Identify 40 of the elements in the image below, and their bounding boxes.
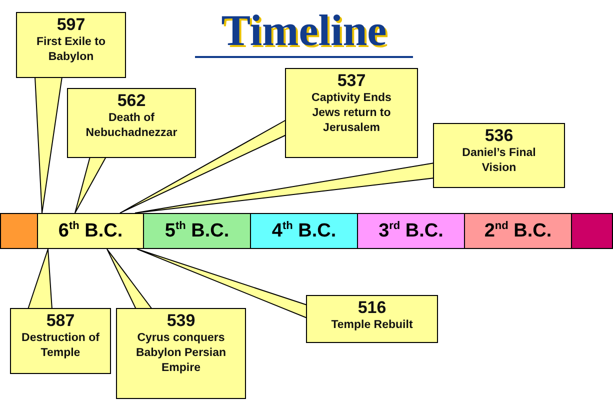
callout-pointer xyxy=(34,76,63,214)
callout-pointer xyxy=(120,119,286,214)
century-label: 2$^{nd}$ B.C. xyxy=(484,220,552,242)
event-label: Cyrus conquers Babylon Persian Empire xyxy=(134,331,228,376)
event-label: Death of Nebuchadnezzar xyxy=(84,111,178,141)
callout-box xyxy=(285,68,418,158)
event-label: Captivity Ends Jews return to Jerusalem xyxy=(310,91,392,136)
callout-box xyxy=(433,123,565,188)
century-label: 5$^{th}$ B.C. xyxy=(164,220,230,242)
year-label: 597 xyxy=(56,15,86,35)
callout-box xyxy=(306,295,438,343)
callout-box xyxy=(67,88,196,158)
century-label: 6$^{th}$ B.C. xyxy=(58,220,123,242)
callout-box xyxy=(116,308,246,399)
timeline-segment xyxy=(357,213,465,249)
event-label: Temple Rebuilt xyxy=(330,318,414,333)
callout-pointer xyxy=(106,248,153,310)
timeline-segment xyxy=(250,213,358,249)
callout-pointer xyxy=(27,248,53,310)
timeline-segment xyxy=(464,213,572,249)
event-label: First Exile to Babylon xyxy=(35,35,107,65)
timeline-segment xyxy=(143,213,251,249)
year-label: 562 xyxy=(116,91,147,111)
title: Timeline xyxy=(195,6,413,58)
callout-pointer xyxy=(134,162,434,214)
year-label: 516 xyxy=(356,298,388,318)
callout-pointer xyxy=(74,156,107,214)
timeline-segment xyxy=(0,213,38,249)
event-label: Destruction of Temple xyxy=(20,331,100,361)
century-label: 4$^{th}$ B.C. xyxy=(272,220,336,242)
callout-box xyxy=(16,12,126,78)
year-label: 536 xyxy=(484,126,514,146)
year-label: 539 xyxy=(166,311,196,331)
event-label: Daniel’s Final Vision xyxy=(461,146,537,176)
timeline-segment xyxy=(571,213,613,249)
century-label: 3$^{rd}$ B.C. xyxy=(378,220,444,242)
callout-box xyxy=(10,308,111,374)
year-label: 537 xyxy=(336,71,367,91)
callout-pointer xyxy=(136,248,308,319)
year-label: 587 xyxy=(45,311,76,331)
